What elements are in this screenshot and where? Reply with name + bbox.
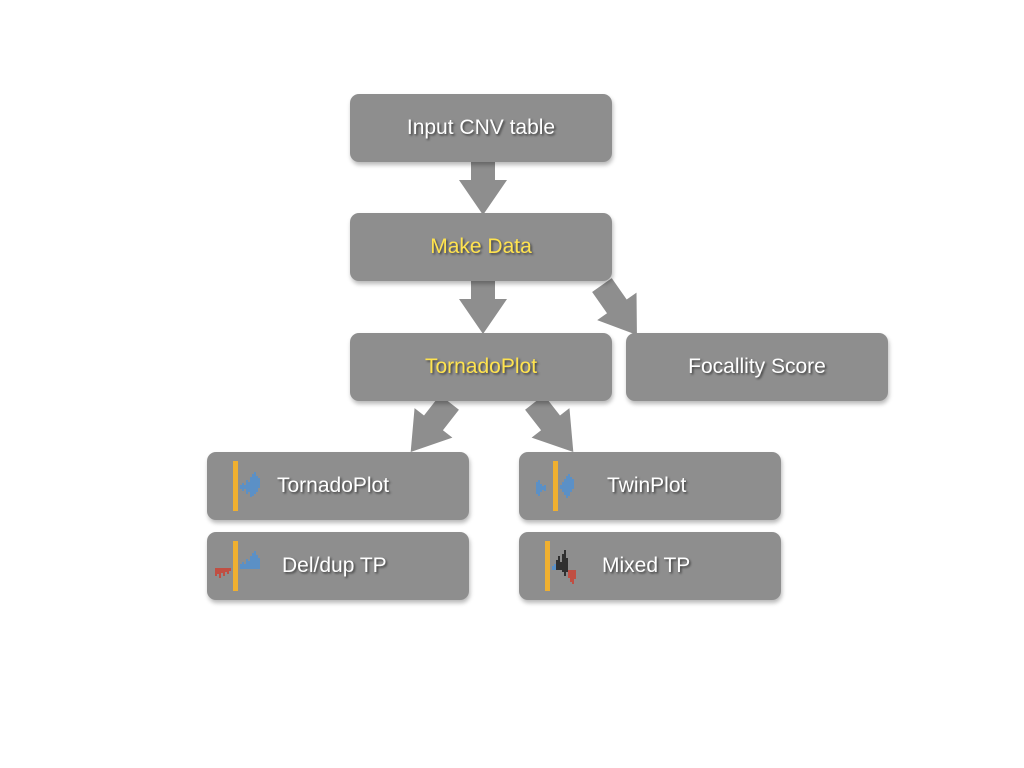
node-label: TornadoPlot xyxy=(424,355,538,378)
node-label: Make Data xyxy=(430,235,532,258)
node-label: Mixed TP xyxy=(602,554,691,577)
focality-score-node[interactable]: Focallity Score xyxy=(626,333,888,401)
edge-make-data-to-focality xyxy=(592,278,637,336)
twin-plot-node[interactable]: TwinPlot xyxy=(519,452,781,520)
tornadoplot-node[interactable]: TornadoPlot xyxy=(350,333,612,401)
node-label: TornadoPlot xyxy=(277,474,390,497)
tornado-plot-output-node[interactable]: TornadoPlot xyxy=(207,452,469,520)
input-cnv-table-node[interactable]: Input CNV table xyxy=(350,94,612,162)
edge-tornadoplot-to-twin-plot xyxy=(525,394,574,453)
node-label: TwinPlot xyxy=(607,474,687,497)
mixed-tp-icon xyxy=(545,541,576,591)
tornado-plot-icon xyxy=(233,461,260,511)
edge-make-data-to-tornadoplot xyxy=(459,280,507,334)
node-label: Del/dup TP xyxy=(282,554,387,577)
edge-input-to-make-data xyxy=(459,161,507,215)
deldup-tp-icon xyxy=(215,541,260,591)
edge-tornadoplot-to-tornado-plot-output xyxy=(410,394,459,453)
deldup-tp-node[interactable]: Del/dup TP xyxy=(207,532,469,600)
make-data-node[interactable]: Make Data xyxy=(350,213,612,281)
node-label: Input CNV table xyxy=(406,116,556,139)
mixed-tp-node[interactable]: Mixed TP xyxy=(519,532,781,600)
node-label: Focallity Score xyxy=(688,355,826,378)
twin-plot-icon xyxy=(536,461,574,511)
